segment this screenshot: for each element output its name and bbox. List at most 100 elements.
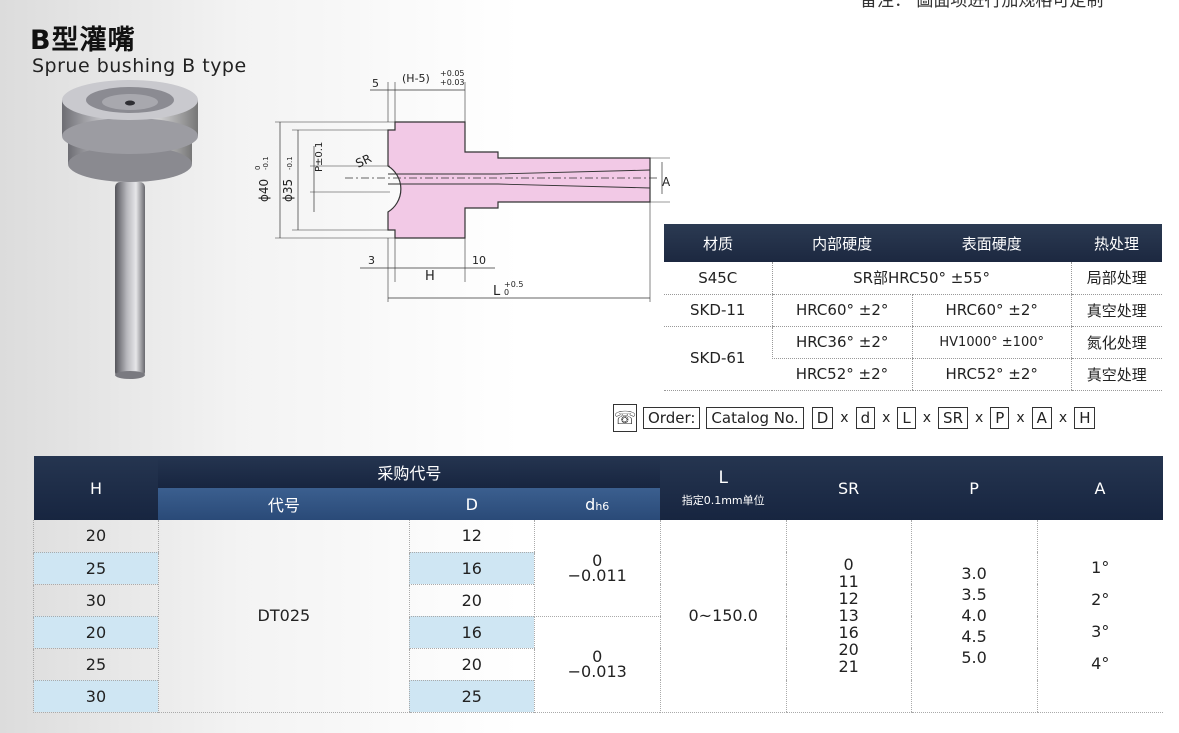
mat-header-inner: 内部硬度 (772, 224, 913, 262)
dim-h5: (H-5) (402, 72, 430, 85)
dim-l-tol-lower: 0 (504, 288, 509, 297)
dh6-tol-1-lower: −0.011 (567, 565, 627, 585)
phone-icon: ☏ (613, 404, 637, 432)
mat-skd61-inner-2: HRC52° ±2° (772, 358, 913, 391)
cell-d: 20 (408, 584, 535, 617)
catalog-no-box: Catalog No. (706, 407, 804, 429)
sr-value: 20 (838, 640, 859, 660)
header-dh6-sub: h6 (595, 499, 610, 513)
p-value: 4.0 (961, 606, 987, 626)
page-subtitle: Sprue bushing B type (32, 55, 247, 77)
mat-header-treatment: 热处理 (1071, 224, 1162, 262)
p-value: 3.5 (961, 585, 987, 605)
dim-l: L (493, 284, 501, 299)
sr-value: 13 (838, 606, 859, 626)
mat-s45c-treatment: 局部处理 (1070, 262, 1162, 295)
header-l: L 指定0.1mm单位 (660, 456, 787, 520)
page-title: B型灌嘴 (30, 25, 136, 56)
dim-phi40: ϕ40 (257, 179, 271, 202)
header-l-main: L (718, 468, 728, 488)
header-l-sub: 指定0.1mm单位 (681, 494, 765, 507)
dim-phi35-tol: -0.1 (286, 156, 294, 170)
dh6-tol-1-upper: 0 (592, 550, 603, 570)
cell-d: 25 (408, 680, 535, 713)
header-d: D (409, 488, 535, 520)
dim-phi40-tol-lower: -0.1 (262, 156, 270, 170)
order-sep: x (840, 410, 849, 426)
material-table: 材质 内部硬度 表面硬度 热处理 S45C SR部HRC50° ±55° 局部处… (664, 224, 1162, 391)
cell-dh6-tol-2: 0 −0.013 (533, 616, 661, 713)
sr-value: 21 (838, 657, 859, 677)
order-field-a: A (1031, 407, 1052, 429)
dim-h5-tol-lower: +0.03 (440, 78, 465, 87)
mat-skd61-surface-2: HRC52° ±2° (911, 358, 1072, 391)
order-sep: x (922, 410, 932, 426)
mat-s45c-hardness: SR部HRC50° ±55° (771, 262, 1072, 295)
a-value: 1° (1091, 557, 1110, 577)
mat-s45c: S45C (664, 262, 772, 295)
header-h: H (33, 456, 159, 520)
cell-h: 30 (33, 584, 159, 617)
sprue-bushing-photo (62, 80, 198, 379)
dim-5: 5 (372, 77, 379, 90)
top-note: 备注： 圖面项进行加规格可定制 (860, 0, 1104, 11)
order-sep: x (1058, 410, 1068, 426)
p-value: 4.5 (961, 627, 987, 647)
p-value: 5.0 (961, 648, 987, 668)
dim-sr: SR (353, 151, 373, 170)
order-sep: x (975, 410, 984, 426)
cell-code: DT025 (157, 520, 410, 713)
header-sr: SR (786, 456, 912, 520)
cell-d: 16 (408, 616, 535, 649)
mat-header-surface: 表面硬度 (912, 224, 1072, 262)
cell-a: 1° 2° 3° 4° (1036, 520, 1163, 713)
cell-dh6-tol-1: 0 −0.011 (533, 520, 661, 617)
order-sep: x (882, 410, 891, 426)
cell-d: 16 (408, 552, 535, 585)
mat-header-material: 材质 (664, 224, 772, 262)
mat-skd61-inner-1: HRC36° ±2° (771, 326, 913, 359)
dim-h5-tol-upper: +0.05 (440, 69, 465, 78)
dim-h: H (425, 269, 435, 284)
a-value: 3° (1091, 621, 1110, 641)
sr-value: 12 (838, 589, 859, 609)
mat-skd11: SKD-11 (664, 294, 772, 327)
mat-skd11-surface: HRC60° ±2° (911, 294, 1072, 327)
order-field-p: P (990, 407, 1010, 429)
a-value: 4° (1091, 653, 1110, 673)
mat-skd11-treatment: 真空处理 (1070, 294, 1162, 327)
order-label: Order: (643, 407, 701, 429)
order-sep: x (1016, 410, 1025, 426)
order-field-l: L (897, 407, 916, 429)
cell-h: 30 (33, 680, 159, 713)
cell-l: 0~150.0 (659, 520, 787, 713)
dh6-tol-2-lower: −0.013 (567, 662, 627, 681)
mat-skd61-treatment-1: 氮化处理 (1070, 326, 1162, 359)
order-field-d-upper: D (811, 407, 834, 429)
mat-skd61-surface-1: HV1000° ±100° (911, 326, 1072, 359)
order-field-d-lower: d (855, 407, 876, 429)
cell-h: 25 (33, 552, 159, 585)
order-field-sr: SR (938, 407, 968, 429)
cell-h: 20 (33, 616, 159, 649)
dim-phi40-tol-upper: 0 (254, 166, 262, 170)
order-line: ☏ Order: Catalog No. D x d x L x SR x P … (613, 404, 1096, 432)
p-value: 3.0 (961, 564, 987, 584)
header-code: 代号 (158, 488, 410, 520)
dim-p: P±0.1 (314, 142, 325, 172)
sr-value: 0 (843, 555, 854, 575)
cell-h: 20 (33, 520, 159, 553)
sr-value: 11 (838, 572, 859, 592)
header-a: A (1037, 456, 1163, 520)
dim-l-tol-upper: +0.5 (504, 280, 523, 289)
dim-10: 10 (472, 254, 486, 267)
spec-table: H 采购代号 L 指定0.1mm单位 SR P A 代号 D dh6 20 DT… (33, 456, 1163, 713)
sr-value: 16 (838, 623, 859, 643)
bushing-profile (387, 121, 651, 239)
mat-skd61-treatment-2: 真空处理 (1070, 358, 1162, 391)
cell-sr: 0 11 12 13 16 20 21 (785, 520, 912, 713)
mat-skd61: SKD-61 (664, 326, 772, 391)
dim-3: 3 (368, 254, 375, 267)
mat-skd11-inner: HRC60° ±2° (771, 294, 913, 327)
dim-a: A° (662, 175, 670, 189)
